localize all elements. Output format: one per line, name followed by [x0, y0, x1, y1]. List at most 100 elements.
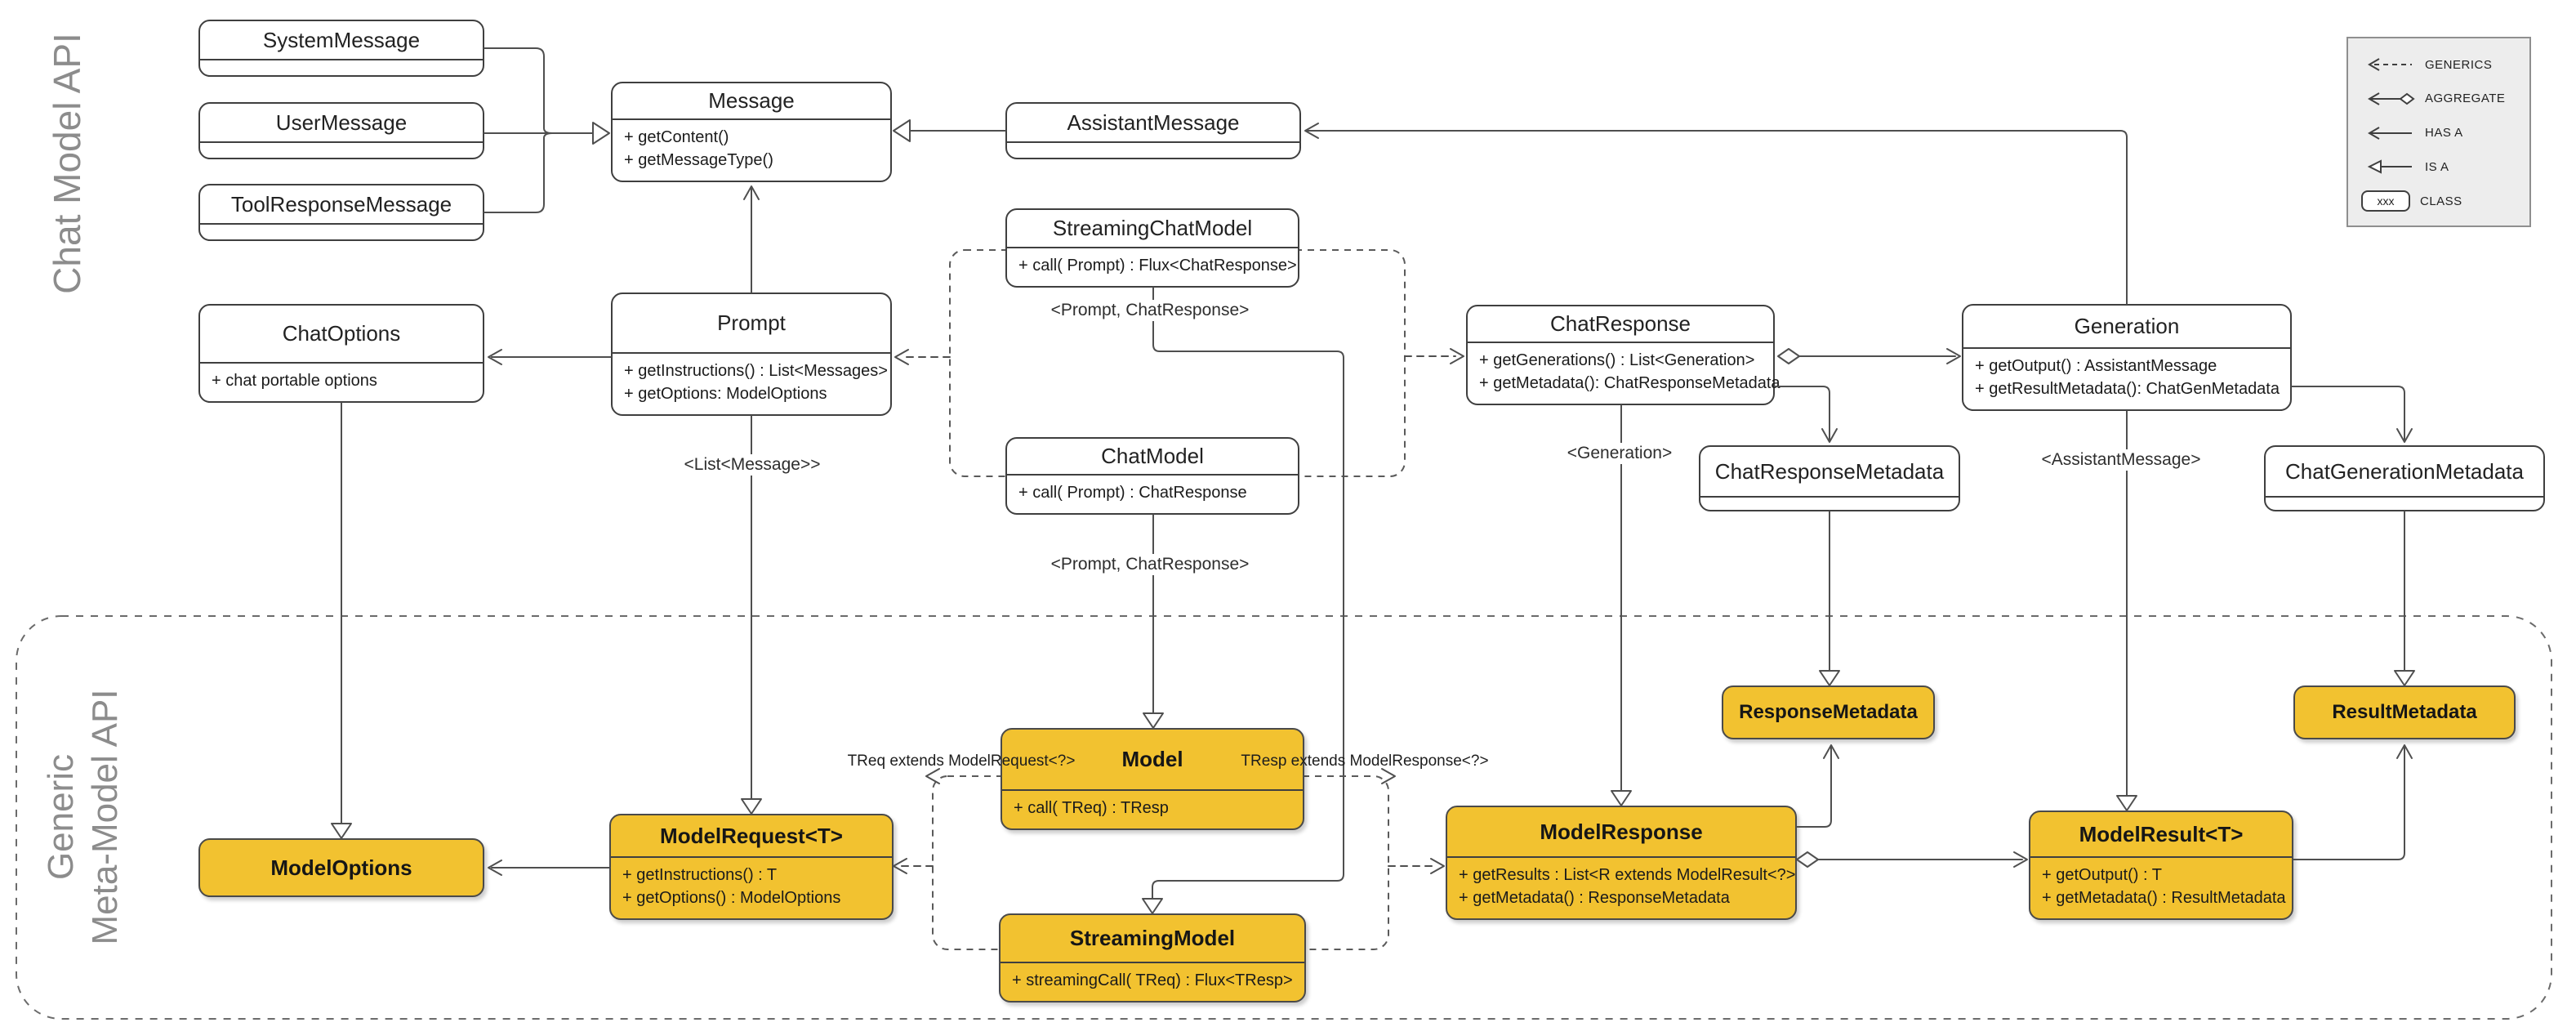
legend-label: HAS A	[2425, 126, 2463, 140]
class-method: + getResults : List<R extends ModelResul…	[1459, 866, 1796, 884]
class-title: Generation	[2074, 314, 2180, 338]
class-method: + getMetadata(): ChatResponseMetadata	[1479, 374, 1780, 392]
class-method: + getResultMetadata(): ChatGenMetadata	[1975, 380, 2280, 398]
class-title: StreamingModel	[1069, 926, 1236, 950]
class-box-model-response: ModelResponse + getResults : List<R exte…	[1446, 806, 1797, 920]
class-sample-box: xxx	[2361, 190, 2410, 212]
class-title: ChatResponse	[1550, 311, 1691, 336]
class-method: + getGenerations() : List<Generation>	[1479, 351, 1755, 369]
class-title: ChatGenerationMetadata	[2285, 458, 2524, 484]
class-title: ResponseMetadata	[1739, 701, 1918, 723]
class-title: Prompt	[717, 310, 786, 335]
divider	[200, 141, 483, 143]
class-box-streaming-model: StreamingModel + streamingCall( TReq) : …	[999, 913, 1306, 1003]
class-method: + getOutput() : AssistantMessage	[1975, 357, 2217, 375]
class-box-response-metadata: ResponseMetadata	[1722, 685, 1935, 739]
class-method: + getOptions() : ModelOptions	[622, 889, 841, 907]
class-title: ModelOptions	[270, 855, 412, 880]
legend-row-aggregate: AGGREGATE	[2361, 89, 2516, 109]
divider	[1963, 347, 2290, 349]
class-method: + streamingCall( TReq) : Flux<TResp>	[1012, 971, 1293, 989]
legend: GENERICS AGGREGATE HAS A IS A xxx CLASS	[2346, 37, 2531, 227]
divider	[200, 362, 483, 364]
divider	[1007, 247, 1298, 248]
is-a-arrow-icon	[2367, 159, 2412, 174]
legend-row-class: xxx CLASS	[2361, 190, 2516, 212]
class-method: + getMetadata() : ResultMetadata	[2042, 889, 2286, 907]
class-method: + getMessageType()	[624, 151, 773, 169]
class-method: + getContent()	[624, 128, 729, 146]
generics-arrow-icon	[2368, 58, 2412, 71]
class-title: UserMessage	[275, 109, 408, 135]
class-box-prompt: Prompt + getInstructions() : List<Messag…	[611, 292, 892, 416]
divider	[200, 59, 483, 60]
class-method: + getInstructions() : List<Messages>	[624, 362, 888, 380]
class-box-system-message: SystemMessage	[198, 20, 484, 77]
divider	[1700, 496, 1959, 498]
class-title: ModelRequest<T>	[660, 823, 843, 848]
class-title: AssistantMessage	[1067, 109, 1240, 135]
generic-label-chat-response: <Generation>	[1560, 443, 1679, 464]
class-method: + getOptions: ModelOptions	[624, 385, 827, 403]
class-box-chat-generation-metadata: ChatGenerationMetadata	[2264, 445, 2545, 511]
class-title: StreamingChatModel	[1052, 216, 1253, 240]
class-title: ChatModel	[1101, 444, 1204, 468]
class-box-message: Message + getContent() + getMessageType(…	[611, 82, 892, 182]
divider	[613, 352, 890, 354]
class-box-assistant-message: AssistantMessage	[1005, 102, 1301, 159]
class-box-generation: Generation + getOutput() : AssistantMess…	[1962, 304, 2292, 411]
divider	[2266, 496, 2543, 498]
class-box-model-request: ModelRequest<T> + getInstructions() : T …	[609, 814, 894, 920]
divider	[611, 856, 892, 858]
class-method: + getOutput() : T	[2042, 866, 2162, 884]
type-bound-tresp: TResp extends ModelResponse<?>	[1241, 752, 1489, 770]
class-method: + call( TReq) : TResp	[1014, 799, 1169, 817]
generic-label-prompt: <List<Message>>	[677, 454, 827, 476]
class-title: ModelResponse	[1540, 819, 1703, 844]
section-title-chat-model-api: Chat Model API	[46, 33, 88, 294]
class-box-chat-options: ChatOptions + chat portable options	[198, 304, 484, 403]
legend-row-generics: GENERICS	[2361, 55, 2516, 74]
divider	[1007, 141, 1299, 143]
aggregate-arrow-icon	[2368, 92, 2415, 105]
section-title-line2: Meta-Model API	[85, 689, 125, 945]
section-title-line1: Generic	[41, 753, 81, 881]
legend-row-has-a: HAS A	[2361, 123, 2516, 143]
divider	[1468, 342, 1773, 343]
class-title: ModelResult<T>	[2079, 821, 2244, 846]
class-box-streaming-chat-model: StreamingChatModel + call( Prompt) : Flu…	[1005, 208, 1299, 288]
class-box-chat-response-metadata: ChatResponseMetadata	[1699, 445, 1960, 511]
class-title: ResultMetadata	[2332, 701, 2477, 723]
class-method: + call( Prompt) : Flux<ChatResponse>	[1018, 257, 1297, 275]
generic-label-chat-model: <Prompt, ChatResponse>	[1044, 554, 1256, 575]
has-a-arrow-icon	[2368, 126, 2412, 140]
class-method: + getInstructions() : T	[622, 866, 778, 884]
class-method: + call( Prompt) : ChatResponse	[1018, 484, 1247, 502]
generic-label-generation: <AssistantMessage>	[2035, 449, 2208, 471]
divider	[1001, 962, 1304, 963]
legend-label: AGGREGATE	[2425, 92, 2506, 106]
class-title: Message	[708, 88, 795, 113]
class-title: SystemMessage	[262, 27, 421, 52]
class-title: ChatResponseMetadata	[1714, 458, 1945, 484]
class-box-chat-model: ChatModel + call( Prompt) : ChatResponse	[1005, 437, 1299, 515]
divider	[1447, 856, 1795, 858]
class-box-chat-response: ChatResponse + getGenerations() : List<G…	[1466, 305, 1780, 405]
section-title-generic-meta-model-api: Generic Meta-Model API	[39, 572, 131, 1036]
class-box-user-message: UserMessage	[198, 102, 484, 159]
legend-label: CLASS	[2420, 194, 2462, 208]
class-title: ToolResponseMessage	[230, 191, 452, 217]
class-method: + chat portable options	[212, 372, 377, 390]
class-method: + getMetadata() : ResponseMetadata	[1459, 889, 1730, 907]
class-box-tool-response-message: ToolResponseMessage	[198, 184, 484, 241]
divider	[200, 223, 483, 225]
class-box-model-options: ModelOptions	[198, 838, 484, 897]
class-box-model-result: ModelResult<T> + getOutput() : T + getMe…	[2029, 810, 2293, 920]
class-box-model: Model + call( TReq) : TResp	[1001, 728, 1304, 830]
generic-label-streaming-chat-model: <Prompt, ChatResponse>	[1044, 300, 1256, 321]
divider	[2030, 856, 2292, 858]
legend-row-is-a: IS A	[2361, 157, 2516, 176]
class-title: ChatOptions	[282, 321, 401, 346]
legend-label: GENERICS	[2425, 57, 2493, 72]
